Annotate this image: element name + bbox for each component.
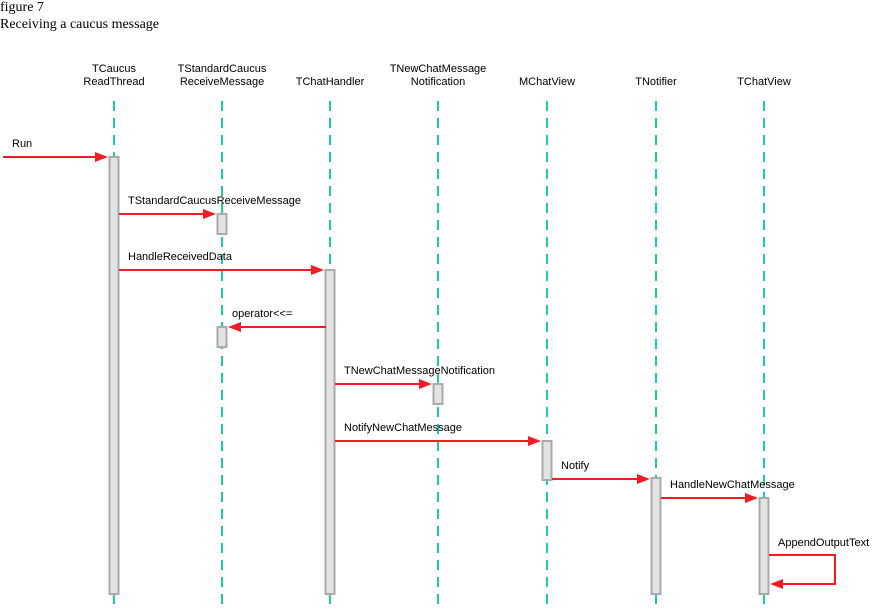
activation-bar [216, 326, 228, 348]
activation-bar [432, 383, 444, 405]
arrowhead-icon [745, 493, 758, 503]
figure-number: figure 7 [0, 0, 44, 15]
arrowhead-icon [228, 322, 241, 332]
activation-bar [108, 156, 120, 595]
participant-name-line2: TChatHandler [296, 76, 365, 88]
message-label: TStandardCaucusReceiveMessage [128, 195, 301, 207]
arrowhead-icon [770, 579, 783, 589]
activation-bar [324, 269, 336, 595]
arrowhead-icon [95, 152, 108, 162]
message-label: Notify [561, 460, 590, 472]
message-label: TNewChatMessageNotification [344, 365, 495, 377]
arrowhead-icon [203, 209, 216, 219]
participant-name-line2: TChatView [737, 76, 791, 88]
activation-bar [758, 497, 770, 595]
self-message-arrow [769, 554, 836, 585]
activation-bar [650, 477, 662, 595]
message-label: HandleReceivedData [128, 251, 233, 263]
figure-title: Receiving a caucus message [0, 17, 159, 32]
participant-name-line2: ReceiveMessage [180, 76, 264, 88]
arrowhead-icon [311, 265, 324, 275]
participant-name-line2: TNotifier [635, 76, 677, 88]
message-label: Run [12, 138, 32, 150]
arrowhead-icon [419, 379, 432, 389]
arrowhead-icon [528, 436, 541, 446]
participant-name-line1: TNewChatMessage [390, 63, 487, 75]
message-label: HandleNewChatMessage [670, 479, 795, 491]
message-label: AppendOutputText [778, 537, 869, 549]
activation-bar [216, 213, 228, 235]
participant-name-line1: TStandardCaucus [178, 63, 267, 75]
participant-name-line2: ReadThread [83, 76, 144, 88]
participant-name-line2: MChatView [519, 76, 575, 88]
arrowhead-icon [637, 474, 650, 484]
participant-name-line2: Notification [411, 76, 465, 88]
activation-bar [541, 440, 553, 481]
message-label: NotifyNewChatMessage [344, 422, 462, 434]
message-label: operator<<= [232, 308, 292, 320]
participant-name-line1: TCaucus [92, 63, 137, 75]
